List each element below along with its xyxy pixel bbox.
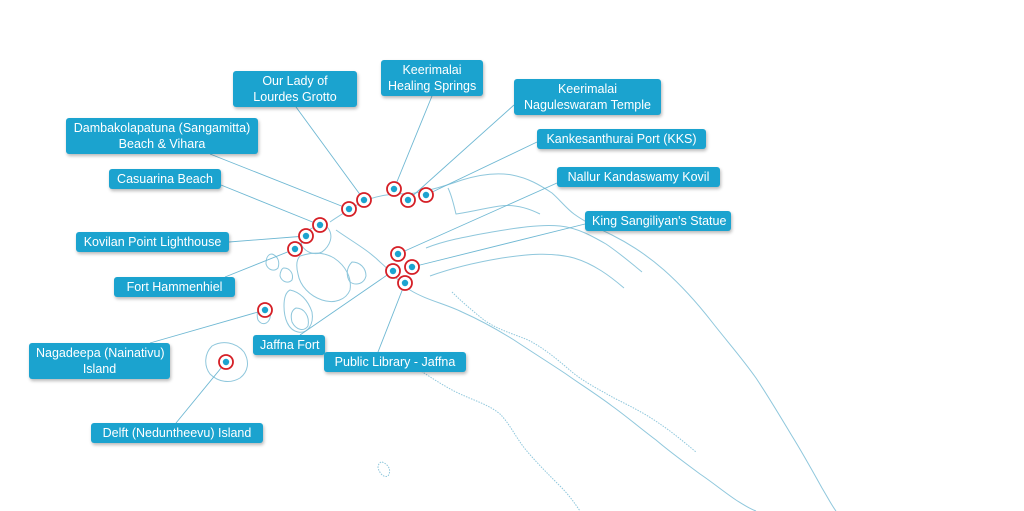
location-marker-keerimalai-naguleswaram-temple[interactable] (400, 192, 416, 208)
leader-line-delft-island (175, 361, 227, 424)
location-label-text: Fort Hammenhiel (126, 280, 223, 294)
location-marker-jaffna-fort[interactable] (385, 263, 401, 279)
location-label-text: King Sangiliyan's Statue (592, 214, 727, 228)
location-label-nagadeepa-island[interactable]: Nagadeepa (Nainativu) Island (29, 343, 170, 379)
marker-dot (360, 196, 368, 204)
location-label-text: Our Lady of (262, 74, 328, 88)
leader-line-public-library-jaffna (377, 282, 406, 353)
small-islet-3 (279, 267, 293, 283)
location-label-delft-island[interactable]: Delft (Neduntheevu) Island (91, 423, 263, 443)
leader-line-keerimalai-naguleswaram-temple (407, 104, 515, 201)
location-label-text: Island (82, 362, 117, 376)
leader-line-nagadeepa-island (149, 309, 266, 344)
marker-dot (401, 279, 409, 287)
marker-dot (408, 263, 416, 271)
marker-dot (389, 267, 397, 275)
location-label-king-sangiliyans-statue[interactable]: King Sangiliyan's Statue (585, 211, 731, 231)
location-marker-keerimalai-healing-springs[interactable] (386, 181, 402, 197)
location-label-kankesanthurai-port[interactable]: Kankesanthurai Port (KKS) (537, 129, 706, 149)
mainland-inner-coast (409, 363, 581, 511)
mainland-west-coast (451, 291, 697, 453)
location-marker-dambakolapatuna-beach-vihara[interactable] (341, 201, 357, 217)
location-label-text: Nagadeepa (Nainativu) (36, 346, 165, 360)
location-label-text: Dambakolapatuna (Sangamitta) (73, 121, 251, 135)
location-marker-public-library-jaffna[interactable] (397, 275, 413, 291)
leader-line-our-lady-of-lourdes-grotto (295, 106, 365, 201)
analaitivu-island (265, 253, 280, 271)
marker-dot (291, 245, 299, 253)
location-label-dambakolapatuna-beach-vihara[interactable]: Dambakolapatuna (Sangamitta) Beach & Viha… (66, 118, 258, 154)
location-marker-delft-island[interactable] (218, 354, 234, 370)
location-label-text: Casuarina Beach (117, 172, 213, 186)
leader-line-kankesanthurai-port (425, 141, 538, 196)
kayts-island (296, 252, 351, 303)
marker-dot (394, 250, 402, 258)
location-label-text: Kovilan Point Lighthouse (83, 235, 222, 249)
location-label-text: Beach & Vihara (118, 137, 206, 151)
marker-dot (222, 358, 230, 366)
marker-dot (316, 221, 324, 229)
markers-layer (218, 181, 434, 370)
location-label-fort-hammenhiel[interactable]: Fort Hammenhiel (114, 277, 235, 297)
location-marker-kankesanthurai-port[interactable] (418, 187, 434, 203)
leader-line-kovilan-point-lighthouse (228, 235, 307, 243)
small-islet-2 (377, 461, 391, 477)
location-marker-nagadeepa-island[interactable] (257, 302, 273, 318)
location-label-text: Public Library - Jaffna (334, 355, 456, 369)
leader-line-king-sangiliyans-statue (411, 223, 586, 268)
marker-dot (404, 196, 412, 204)
location-label-text: Nallur Kandaswamy Kovil (567, 170, 710, 184)
leader-line-keerimalai-healing-springs (393, 95, 433, 190)
leader-line-fort-hammenhiel (224, 248, 296, 278)
lagoon-channel (425, 224, 643, 273)
location-label-text: Keerimalai (402, 63, 462, 77)
marker-dot (261, 306, 269, 314)
location-label-casuarina-beach[interactable]: Casuarina Beach (109, 169, 221, 189)
location-label-nallur-kandaswamy-kovil[interactable]: Nallur Kandaswamy Kovil (557, 167, 720, 187)
location-marker-king-sangiliyans-statue[interactable] (404, 259, 420, 275)
small-islet-1 (290, 307, 309, 330)
location-label-text: Healing Springs (388, 79, 477, 93)
location-label-public-library-jaffna[interactable]: Public Library - Jaffna (324, 352, 466, 372)
location-label-text: Jaffna Fort (260, 338, 320, 352)
leader-line-casuarina-beach (220, 184, 321, 226)
location-label-text: Keerimalai (557, 82, 618, 96)
location-label-text: Naguleswaram Temple (524, 98, 651, 112)
location-marker-our-lady-of-lourdes-grotto[interactable] (356, 192, 372, 208)
location-label-text: Lourdes Grotto (253, 90, 337, 104)
leader-line-dambakolapatuna-beach-vihara (209, 153, 350, 210)
marker-dot (302, 232, 310, 240)
leader-lines-layer (149, 95, 586, 424)
delft-island-shape (205, 342, 248, 382)
marker-dot (390, 185, 398, 193)
location-marker-fort-hammenhiel[interactable] (287, 241, 303, 257)
north-coast-detail (447, 187, 541, 215)
location-label-our-lady-of-lourdes-grotto[interactable]: Our Lady of Lourdes Grotto (233, 71, 357, 107)
location-label-text: Kankesanthurai Port (KKS) (546, 132, 697, 146)
pungudutivu-island (283, 289, 313, 333)
lagoon-channel-2 (429, 253, 625, 289)
location-label-jaffna-fort[interactable]: Jaffna Fort (253, 335, 325, 355)
location-marker-casuarina-beach[interactable] (312, 217, 328, 233)
location-marker-nallur-kandaswamy-kovil[interactable] (390, 246, 406, 262)
location-label-text: Delft (Neduntheevu) Island (102, 426, 252, 440)
location-marker-kovilan-point-lighthouse[interactable] (298, 228, 314, 244)
marker-dot (422, 191, 430, 199)
leader-line-jaffna-fort (299, 270, 394, 336)
mandaitivu-island (346, 261, 367, 285)
leader-line-nallur-kandaswamy-kovil (397, 182, 558, 255)
marker-dot (345, 205, 353, 213)
location-label-kovilan-point-lighthouse[interactable]: Kovilan Point Lighthouse (76, 232, 229, 252)
